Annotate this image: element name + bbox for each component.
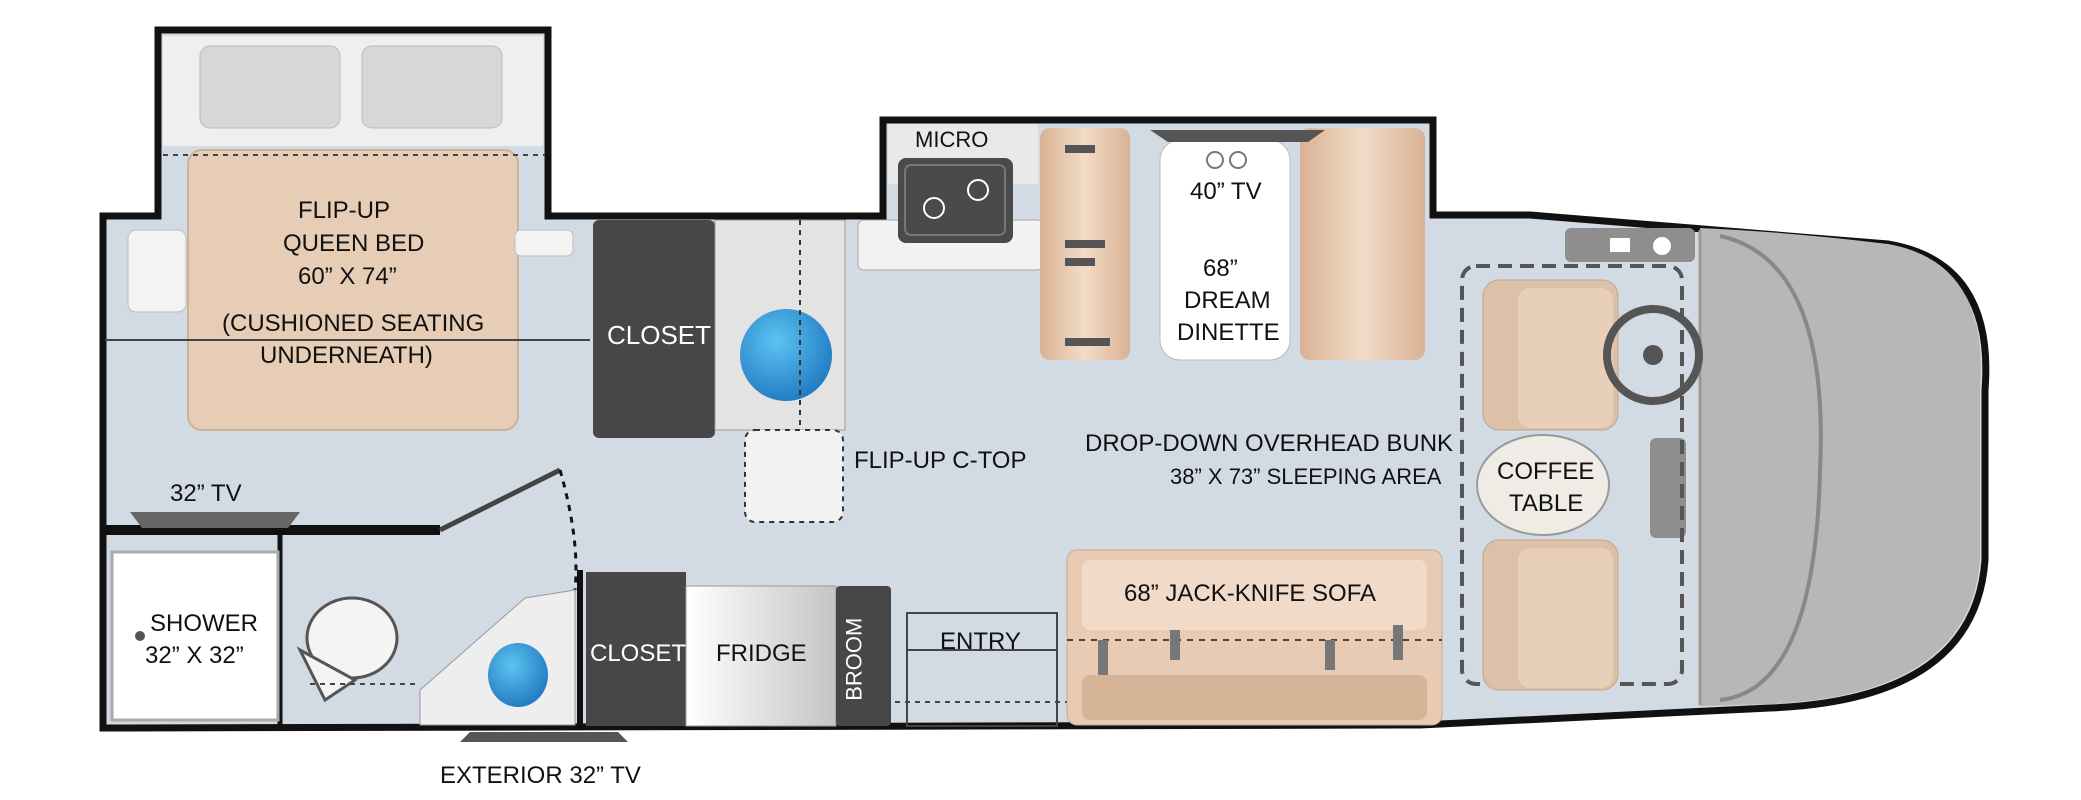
pillow-left <box>199 45 341 129</box>
bed-label-5: UNDERNEATH) <box>260 342 433 369</box>
broom-closet <box>836 586 891 726</box>
tv-32-label: 32” TV <box>170 480 242 507</box>
steering-wheel-icon <box>1603 305 1703 405</box>
coffee-label-2: TABLE <box>1509 490 1584 517</box>
bed-nightstand-left <box>127 229 187 313</box>
tv-32-icon <box>130 512 300 528</box>
fridge-label: FRIDGE <box>716 640 807 667</box>
bed-label-3: 60” X 74” <box>298 263 397 290</box>
bed-label-2: QUEEN BED <box>283 230 425 257</box>
flip-up-c-top <box>744 429 844 523</box>
closet-top <box>593 220 715 438</box>
shower-label-2: 32” X 32” <box>145 642 244 669</box>
center-console <box>1650 438 1686 538</box>
ext-tv-label: EXTERIOR 32” TV <box>440 762 641 789</box>
dinette-label-3: DINETTE <box>1177 319 1280 346</box>
fridge <box>685 585 837 727</box>
sink-icon <box>740 309 832 401</box>
bed-nightstand-right <box>514 229 574 257</box>
closet-top-label: CLOSET <box>607 320 712 350</box>
stove-icon <box>898 158 1013 243</box>
coffee-label-1: COFFEE <box>1497 458 1595 485</box>
closet-bottom-label: CLOSET <box>590 640 687 667</box>
queen-bed <box>187 149 519 431</box>
tv-40-icon <box>1150 130 1325 142</box>
shower-label-1: SHOWER <box>150 610 258 637</box>
tv-40-label: 40” TV <box>1190 178 1262 205</box>
dinette-bench-right <box>1300 128 1425 360</box>
dinette-label-1: 68” <box>1203 255 1238 282</box>
bath-sink-icon <box>488 643 548 707</box>
closet-bottom <box>586 572 686 726</box>
bunk-label-2: 38” X 73” SLEEPING AREA <box>1170 464 1442 489</box>
sofa-label: 68” JACK-KNIFE SOFA <box>1124 580 1377 607</box>
entry-label: ENTRY <box>940 628 1021 655</box>
overhead-bunk-outline <box>1460 264 1684 686</box>
micro-label: MICRO <box>915 127 989 152</box>
bunk-label-1: DROP-DOWN OVERHEAD BUNK <box>1085 430 1454 457</box>
broom-label: BROOM <box>841 617 867 701</box>
dinette-label-2: DREAM <box>1184 287 1271 314</box>
exterior-tv-icon <box>460 732 628 742</box>
cab <box>1700 228 1981 706</box>
entry-steps <box>906 612 1058 727</box>
bed-label-1: FLIP-UP <box>298 197 391 224</box>
bed-label-4: (CUSHIONED SEATING <box>222 310 485 337</box>
coffee-table <box>1476 434 1610 536</box>
ctop-label: FLIP-UP C-TOP <box>854 447 1027 474</box>
pillow-right <box>361 45 503 129</box>
